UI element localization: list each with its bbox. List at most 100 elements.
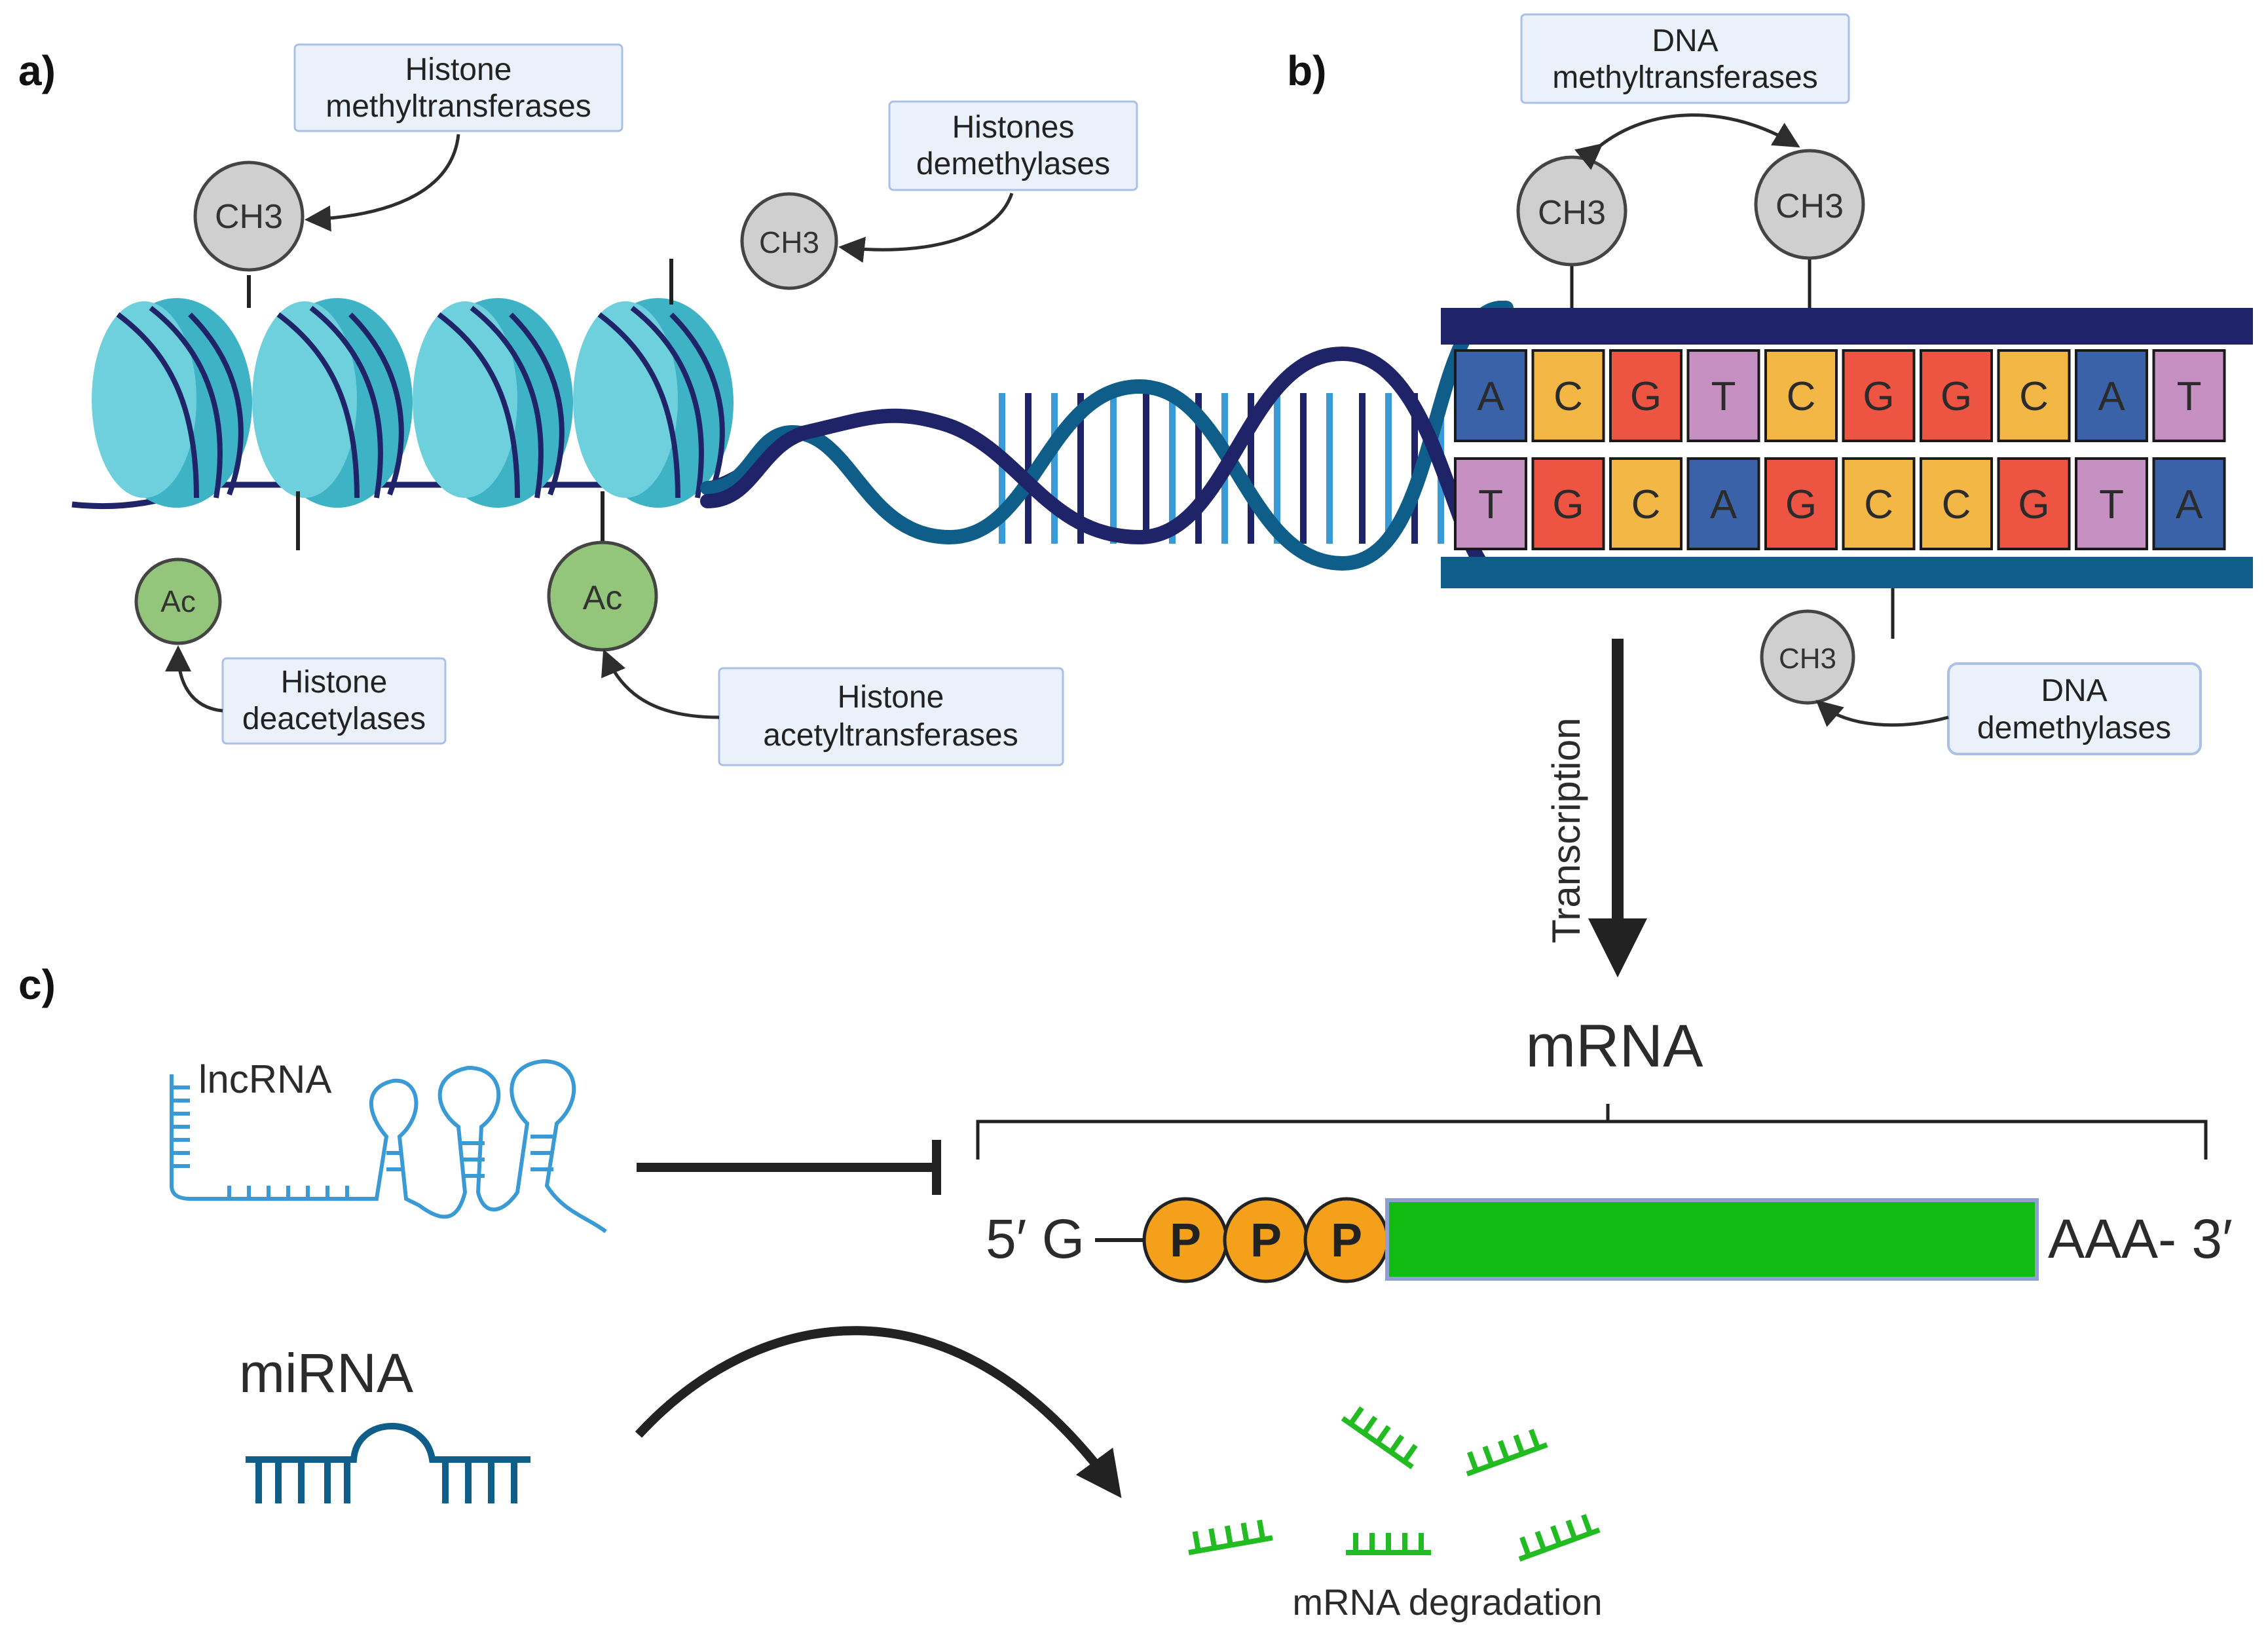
base-T: T bbox=[1454, 457, 1527, 550]
three-prime-label: AAA- 3′ bbox=[2048, 1208, 2233, 1270]
arrow bbox=[838, 193, 1014, 263]
mrna-degradation-label: mRNA degradation bbox=[1292, 1581, 1602, 1623]
nucleosome bbox=[573, 298, 734, 508]
free-acetyl-group: Ac bbox=[134, 557, 222, 645]
base-C: C bbox=[1920, 457, 1993, 550]
base-A: A bbox=[2075, 349, 2148, 442]
base-C: C bbox=[1997, 349, 2071, 442]
svg-text:G: G bbox=[1863, 374, 1894, 419]
base-A: A bbox=[1686, 457, 1760, 550]
base-G: G bbox=[1842, 349, 1916, 442]
svg-text:C: C bbox=[1787, 374, 1816, 419]
svg-text:C: C bbox=[2019, 374, 2049, 419]
lncrna-label: lncRNA bbox=[198, 1057, 331, 1101]
dna-free-methyl-group: CH3 bbox=[1760, 609, 1855, 705]
base-T: T bbox=[2075, 457, 2148, 550]
svg-text:P: P bbox=[1170, 1215, 1201, 1267]
dna-methyl-group: CH3 bbox=[1754, 149, 1865, 260]
svg-text:demethylases: demethylases bbox=[1977, 711, 2171, 745]
base-G: G bbox=[1609, 349, 1682, 442]
nucleosome bbox=[252, 298, 413, 508]
dna-methyl-group: CH3 bbox=[1516, 155, 1627, 267]
histone-methyltransferases-box: Histone methyltransferases bbox=[293, 43, 623, 132]
histone-methyl-group: CH3 bbox=[193, 160, 305, 272]
svg-text:DNA: DNA bbox=[2041, 673, 2107, 708]
chromatin-fiber bbox=[71, 259, 782, 550]
svg-text:Histone: Histone bbox=[281, 665, 388, 700]
svg-text:C: C bbox=[1553, 374, 1583, 419]
phosphate: P bbox=[1303, 1197, 1390, 1283]
free-methyl-group: CH3 bbox=[740, 192, 838, 290]
base-A: A bbox=[1454, 349, 1527, 442]
mrna-fragment bbox=[1188, 1519, 1273, 1555]
svg-text:G: G bbox=[2018, 482, 2049, 527]
base-G: G bbox=[1531, 457, 1605, 550]
histone-deacetylases-box: Histone deacetylases bbox=[221, 657, 447, 745]
base-T: T bbox=[2152, 349, 2226, 442]
svg-text:methyltransferases: methyltransferases bbox=[1552, 60, 1818, 95]
degradation-arrow bbox=[635, 1326, 1122, 1498]
svg-text:C: C bbox=[1864, 482, 1893, 527]
top-backbone bbox=[1441, 308, 2253, 345]
mrna-fragment bbox=[1341, 1406, 1418, 1469]
svg-text:Ac: Ac bbox=[583, 579, 623, 617]
lncrna-structure bbox=[170, 1059, 607, 1234]
svg-text:CH3: CH3 bbox=[1779, 643, 1836, 675]
svg-text:A: A bbox=[1710, 482, 1738, 527]
base-G: G bbox=[1920, 349, 1993, 442]
svg-text:acetyltransferases: acetyltransferases bbox=[763, 718, 1018, 753]
base-C: C bbox=[1531, 349, 1605, 442]
svg-text:Ac: Ac bbox=[160, 584, 196, 618]
svg-text:G: G bbox=[1630, 374, 1662, 419]
base-C: C bbox=[1842, 457, 1916, 550]
dna-demethylases-box: DNA demethylases bbox=[1947, 662, 2202, 755]
mrna-fragment bbox=[1466, 1429, 1548, 1477]
arrow bbox=[165, 645, 223, 713]
bottom-backbone bbox=[1441, 557, 2253, 588]
svg-text:P: P bbox=[1331, 1215, 1362, 1267]
svg-text:Histone: Histone bbox=[838, 680, 944, 715]
svg-text:G: G bbox=[1941, 374, 1972, 419]
phosphate: P bbox=[1223, 1197, 1309, 1283]
svg-text:C: C bbox=[1942, 482, 1971, 527]
svg-text:deacetylases: deacetylases bbox=[242, 702, 426, 736]
arrow bbox=[1815, 700, 1949, 727]
svg-text:T: T bbox=[2099, 482, 2124, 527]
panel-label-b: b) bbox=[1287, 47, 1326, 94]
histone-acetyltransferases-box: Histone acetyltransferases bbox=[718, 667, 1064, 766]
svg-text:G: G bbox=[1552, 482, 1584, 527]
mrna-bracket bbox=[976, 1104, 2208, 1160]
panel-label-a: a) bbox=[18, 47, 56, 94]
dna-methyltransferases-box: DNA methyltransferases bbox=[1520, 13, 1850, 104]
base-G: G bbox=[1764, 457, 1838, 550]
mrna-fragments bbox=[1188, 1406, 1601, 1562]
svg-text:demethylases: demethylases bbox=[916, 147, 1110, 181]
five-prime-label: 5′ G bbox=[986, 1208, 1085, 1270]
svg-text:T: T bbox=[2177, 374, 2202, 419]
panel-label-c: c) bbox=[18, 961, 56, 1008]
svg-text:CH3: CH3 bbox=[215, 198, 283, 236]
arrow bbox=[601, 649, 720, 719]
histone-acetyl-group: Ac bbox=[547, 540, 658, 652]
svg-text:A: A bbox=[2176, 482, 2203, 527]
transcription-label: Transcription bbox=[1544, 717, 1588, 943]
mrna-fragment bbox=[1346, 1533, 1431, 1555]
svg-text:DNA: DNA bbox=[1652, 24, 1718, 58]
nucleosome bbox=[92, 298, 252, 508]
base-G: G bbox=[1997, 457, 2071, 550]
svg-text:T: T bbox=[1478, 482, 1503, 527]
svg-text:methyltransferases: methyltransferases bbox=[325, 89, 591, 124]
mrna-fragment bbox=[1518, 1514, 1601, 1562]
mrna-title: mRNA bbox=[1526, 1013, 1704, 1080]
inhibition-arrow bbox=[637, 1140, 941, 1195]
histones-demethylases-box: Histones demethylases bbox=[888, 100, 1138, 191]
mirna-label: miRNA bbox=[239, 1342, 413, 1404]
svg-text:T: T bbox=[1711, 374, 1736, 419]
arrow bbox=[305, 134, 460, 232]
bidirectional-arrow bbox=[1574, 113, 1800, 170]
mrna-coding-region bbox=[1385, 1198, 2039, 1281]
base-C: C bbox=[1764, 349, 1838, 442]
base-T: T bbox=[1686, 349, 1760, 442]
